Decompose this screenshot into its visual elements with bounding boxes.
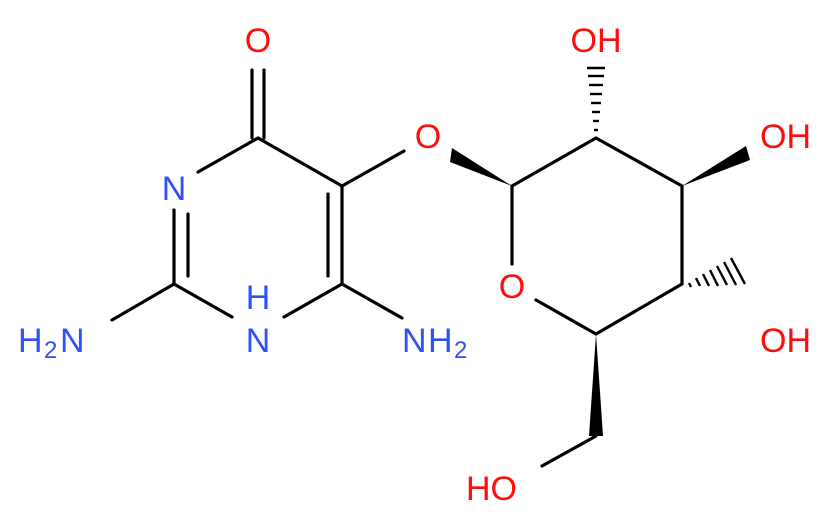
ring-n1-label: N	[246, 322, 271, 360]
wedge-c1-oglyc	[450, 148, 512, 186]
bond-n1-c6	[282, 282, 344, 319]
stereo-wedges	[450, 146, 750, 436]
amine-2-sub-label: 2	[44, 337, 57, 364]
hash-c2-oh	[587, 66, 605, 132]
bond-c2-c3	[594, 136, 684, 188]
bond-c6-ho	[540, 434, 598, 468]
bond-c1-c2	[510, 136, 598, 188]
bond-c4-n3	[196, 136, 260, 174]
amine-2-n-label: N	[60, 322, 85, 360]
atom-labels: O N H N H 2 N N H 2 O O OH OH OH HO	[18, 22, 811, 508]
sugar-ring-bonds	[510, 136, 684, 468]
pyrimidine-ring-bonds	[110, 68, 406, 322]
glycosidic-oxygen-label: O	[415, 118, 441, 156]
hashed-wedges	[587, 66, 747, 288]
ring-n1-h-label: H	[246, 279, 271, 317]
ho-c6-label: HO	[466, 470, 517, 508]
amine-2-h-label: H	[18, 322, 43, 360]
bond-c4-c5	[594, 282, 684, 336]
bond-c5-oring	[534, 298, 598, 336]
amine-6-sub-label: 2	[454, 337, 467, 364]
bond-c4-c5	[256, 136, 344, 188]
wedge-c3-oh	[682, 146, 750, 186]
bond-c2-n1	[172, 282, 234, 319]
hash-c4-oh	[687, 257, 747, 288]
amine-6-h-label: H	[428, 322, 453, 360]
oh-c2-label: OH	[571, 22, 622, 60]
amine-6-n-label: N	[402, 322, 427, 360]
bond-c5-oglyc	[340, 149, 406, 188]
oh-c4-label: OH	[760, 322, 811, 360]
wedge-c5-c6	[589, 334, 603, 436]
ring-oxygen-label: O	[499, 268, 525, 306]
oh-c3-label: OH	[760, 118, 811, 156]
ring-n3-label: N	[162, 170, 187, 208]
carbonyl-oxygen-label: O	[245, 22, 271, 60]
bond-c6-nh2	[340, 282, 404, 320]
bond-c2-nh2	[110, 282, 176, 322]
